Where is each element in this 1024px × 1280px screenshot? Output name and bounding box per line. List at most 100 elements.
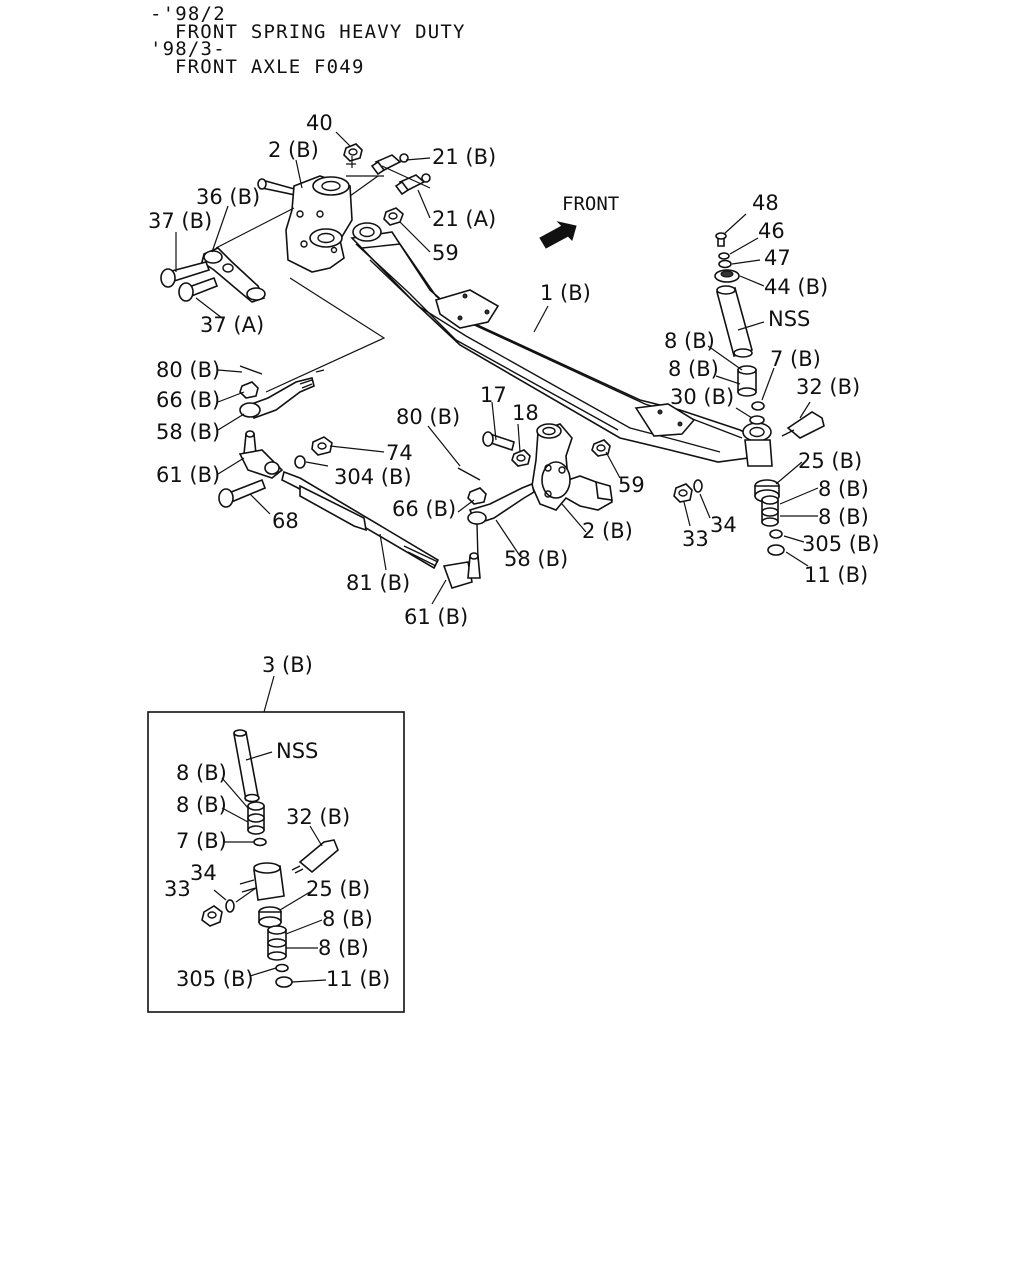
front-label: FRONT <box>562 193 619 215</box>
callout-40: 40 <box>306 111 333 135</box>
callout-nss-inset: NSS <box>276 739 318 763</box>
callout-305b-inset: 305 (B) <box>176 967 254 991</box>
king-pin-nss-inset <box>233 729 260 803</box>
callout-68: 68 <box>272 509 299 533</box>
bolt-68 <box>218 478 267 508</box>
callout-17: 17 <box>480 383 507 407</box>
callout-66b-mid: 66 (B) <box>392 497 456 521</box>
bushing-8b-main-top <box>737 365 757 397</box>
callout-74: 74 <box>386 441 413 465</box>
nut-40 <box>343 143 363 162</box>
callout-8b-main-3: 8 (B) <box>818 477 869 501</box>
nut-33-main <box>673 483 693 503</box>
callout-34-inset: 34 <box>190 861 217 885</box>
callout-2b-top: 2 (B) <box>268 138 319 162</box>
tie-rod-end-61b-mid <box>442 552 481 589</box>
callout-33-main: 33 <box>682 527 709 551</box>
seal-7b-main <box>751 401 765 411</box>
callout-2b-mid: 2 (B) <box>582 519 633 543</box>
inset-leader <box>263 675 275 713</box>
drag-link-58b-mid <box>467 482 535 561</box>
bushing-8b-inset-bottom <box>267 925 287 961</box>
callout-8b-inset-3: 8 (B) <box>322 907 373 931</box>
header-line-3: '98/3- <box>150 38 226 60</box>
callout-44b: 44 (B) <box>764 275 828 299</box>
inset-leader-lines <box>213 751 327 983</box>
bolt-48 <box>715 232 727 247</box>
drag-link-58b-left <box>239 377 315 419</box>
callout-59-top: 59 <box>432 241 459 265</box>
nut-66b-mid <box>467 487 487 505</box>
washer-47 <box>718 259 732 269</box>
callout-18: 18 <box>512 401 539 425</box>
cotter-pin-80b-mid <box>457 467 481 481</box>
bolt-37a <box>178 276 219 302</box>
tie-rod-81b <box>281 470 440 570</box>
callout-8b-main-2: 8 (B) <box>668 357 719 381</box>
callout-32b-main: 32 (B) <box>796 375 860 399</box>
cap-11b-inset <box>275 976 293 988</box>
leader-lines <box>175 131 819 605</box>
callout-80b-left: 80 (B) <box>156 358 220 382</box>
callout-305b-main: 305 (B) <box>802 532 880 556</box>
header-line-1: -'98/2 <box>150 3 226 25</box>
diagram-header: -'98/2 FRONT SPRING HEAVY DUTY '98/3- FR… <box>150 3 466 76</box>
callout-nss-main: NSS <box>768 307 810 331</box>
callout-21a: 21 (A) <box>432 207 496 231</box>
cap-11b-main <box>767 544 785 556</box>
callout-80b-mid: 80 (B) <box>396 405 460 429</box>
callout-46: 46 <box>758 219 785 243</box>
callout-25b-inset: 25 (B) <box>306 877 370 901</box>
inset-box <box>147 711 405 1013</box>
bushing-8b-main-bottom <box>761 495 779 527</box>
callout-34-main: 34 <box>710 513 737 537</box>
washer-304b <box>294 455 306 469</box>
kingpin-lock-32b-inset <box>291 839 339 874</box>
callout-304b: 304 (B) <box>334 465 412 489</box>
shim-305b-main <box>769 529 783 539</box>
seal-7b-inset <box>253 837 267 847</box>
washer-34-inset <box>225 899 235 913</box>
washer-46 <box>718 252 730 260</box>
callout-48: 48 <box>752 191 779 215</box>
inset-assembly <box>201 729 339 988</box>
grease-fitting-21b <box>370 153 409 176</box>
callout-7b-main: 7 (B) <box>770 347 821 371</box>
callout-1b: 1 (B) <box>540 281 591 305</box>
callout-labels: 40 2 (B) 21 (B) 36 (B) 37 (B) 21 (A) 59 … <box>148 111 880 991</box>
callout-58b-left: 58 (B) <box>156 420 220 444</box>
bearing-25b-inset <box>258 906 282 928</box>
callout-66b-left: 66 (B) <box>156 388 220 412</box>
callout-3b: 3 (B) <box>262 653 313 677</box>
callout-25b-main: 25 (B) <box>798 449 862 473</box>
header-line-2: FRONT SPRING HEAVY DUTY <box>175 20 466 43</box>
shim-305b-inset <box>275 963 289 973</box>
callout-21b: 21 (B) <box>432 145 496 169</box>
callout-8b-inset-1: 8 (B) <box>176 761 227 785</box>
callout-33-inset: 33 <box>164 877 191 901</box>
callout-61b-left: 61 (B) <box>156 463 220 487</box>
callout-11b-main: 11 (B) <box>804 563 868 587</box>
cotter-pin-80b-left <box>239 365 263 375</box>
callout-8b-inset-2: 8 (B) <box>176 793 227 817</box>
tie-rod-end-61b-left <box>238 430 284 479</box>
washer-34-main <box>693 479 703 493</box>
axle-beam <box>350 222 773 467</box>
callout-47: 47 <box>764 246 791 270</box>
grease-fitting-21a <box>394 173 431 196</box>
callout-61b-mid: 61 (B) <box>404 605 468 629</box>
callout-30b: 30 (B) <box>670 385 734 409</box>
shim-30b <box>749 415 765 425</box>
callout-11b-inset: 11 (B) <box>326 967 390 991</box>
bolt-17 <box>482 431 515 452</box>
callout-8b-main-4: 8 (B) <box>818 505 869 529</box>
callout-59-mid: 59 <box>618 473 645 497</box>
bolt-37b <box>160 261 211 288</box>
knuckle-bore-inset <box>239 862 285 901</box>
callout-7b-inset: 7 (B) <box>176 829 227 853</box>
left-knuckle <box>257 175 353 273</box>
nut-33-inset <box>201 905 223 927</box>
nut-74 <box>311 436 333 456</box>
callout-36b: 36 (B) <box>196 185 260 209</box>
